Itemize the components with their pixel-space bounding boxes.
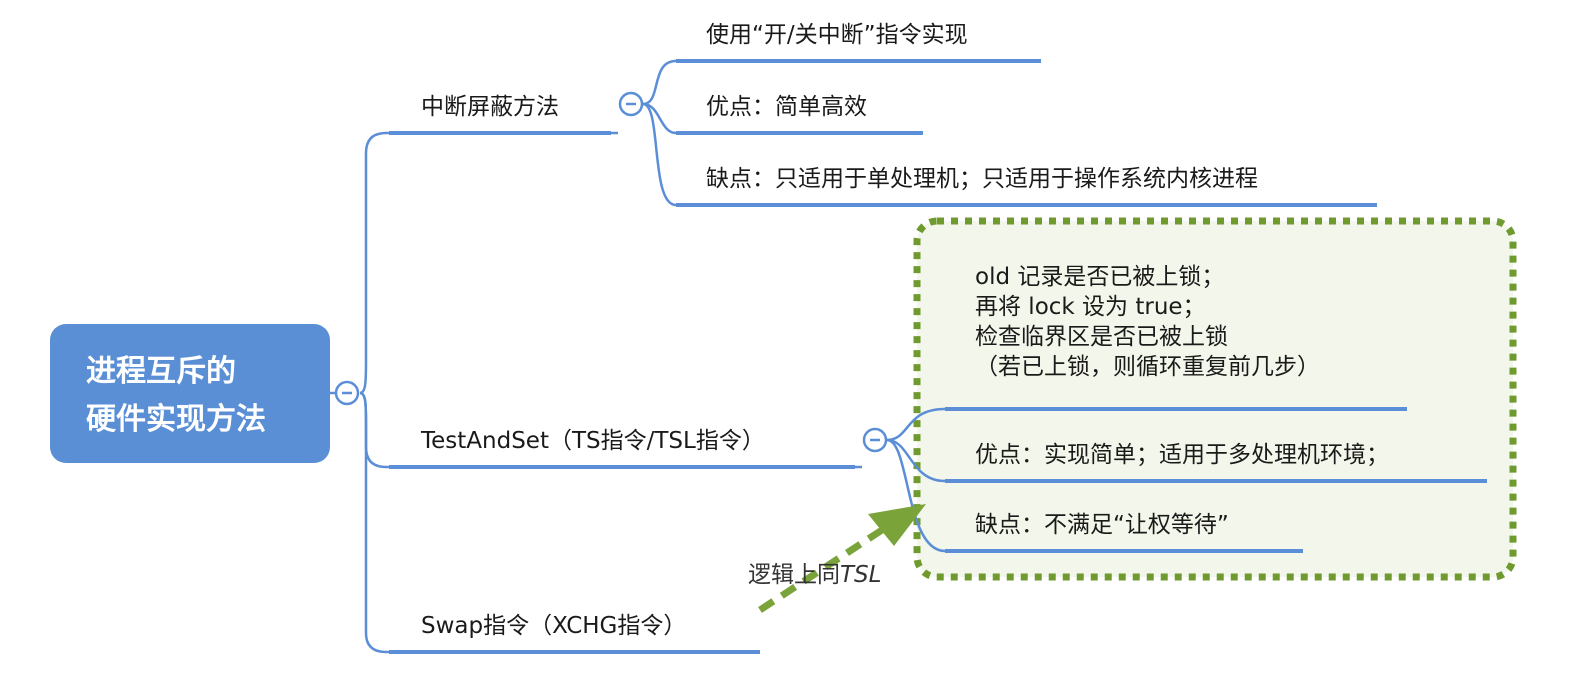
- annotation-prefix: 逻辑上同: [748, 562, 840, 588]
- branch-interrupt-masking[interactable]: 中断屏蔽方法: [421, 94, 559, 120]
- branch1-child-underlines: [676, 59, 1377, 207]
- tsl-logic-line4: （若已上锁，则循环重复前几步）: [975, 354, 1320, 380]
- collapse-toggle-branch2[interactable]: [862, 427, 888, 453]
- testandset-callout-box: [913, 217, 1517, 581]
- root-node[interactable]: 进程互斥的 硬件实现方法: [50, 324, 330, 463]
- branch-swap[interactable]: Swap指令（XCHG指令）: [421, 613, 687, 639]
- interrupt-implementation-node[interactable]: 使用“开/关中断”指令实现: [706, 22, 968, 48]
- same-as-tsl-arrow: [758, 504, 926, 613]
- tsl-pros-node[interactable]: 优点：实现简单；适用于多处理机环境；: [975, 442, 1389, 468]
- branch-test-and-set[interactable]: TestAndSet（TS指令/TSL指令）: [421, 428, 765, 454]
- interrupt-cons-node[interactable]: 缺点：只适用于单处理机；只适用于操作系统内核进程: [706, 166, 1258, 192]
- annotation-italic: TSL: [840, 562, 882, 588]
- tsl-logic-line3: 检查临界区是否已被上锁: [975, 324, 1228, 350]
- collapse-toggle-branch1[interactable]: [618, 91, 644, 117]
- root-title-line2: 硬件实现方法: [86, 402, 266, 437]
- same-as-tsl-annotation: 逻辑上同TSL: [748, 555, 881, 589]
- collapse-toggle-root[interactable]: [334, 380, 360, 406]
- branch1-fan: [611, 59, 677, 207]
- tsl-logic-node[interactable]: old 记录是否已被上锁； 再将 lock 设为 true； 检查临界区是否已被…: [975, 262, 1320, 382]
- tsl-logic-line1: old 记录是否已被上锁；: [975, 264, 1225, 290]
- branch2-fan: [855, 407, 946, 553]
- tsl-logic-line2: 再将 lock 设为 true；: [975, 294, 1206, 320]
- branch2-child-underlines: [945, 407, 1487, 553]
- interrupt-pros-node[interactable]: 优点：简单高效: [706, 94, 867, 120]
- branch-underlines: [389, 131, 855, 654]
- root-connectors: [330, 131, 389, 654]
- tsl-cons-node[interactable]: 缺点：不满足“让权等待”: [975, 512, 1229, 538]
- root-title-line1: 进程互斥的: [86, 354, 236, 389]
